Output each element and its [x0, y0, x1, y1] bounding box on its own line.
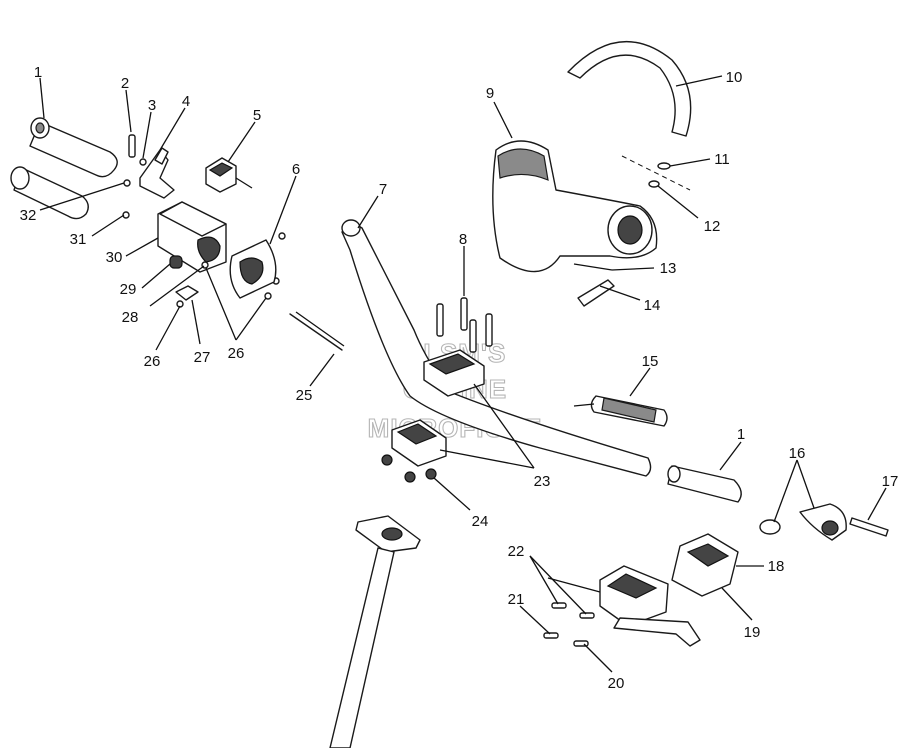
callout-14: 14: [644, 297, 661, 314]
callout-22: 22: [508, 543, 525, 560]
part-cover-6: [229, 232, 286, 299]
part-bushing-29: [169, 255, 183, 269]
callout-30: 30: [106, 249, 123, 266]
part-grip-15: [573, 395, 668, 427]
part-screws-20-22: [543, 602, 595, 647]
part-grip-left-lower: [10, 166, 89, 220]
callout-32: 32: [20, 207, 37, 224]
part-pin-2: [128, 134, 136, 158]
part-shaft: [329, 515, 421, 748]
leader-lines: [39, 75, 887, 673]
axis-line-11-12: [621, 155, 691, 191]
part-switch-5: [205, 157, 253, 193]
part-cable-25: [289, 311, 345, 351]
callout-5: 5: [253, 107, 261, 124]
callout-15: 15: [642, 353, 659, 370]
callout-7: 7: [379, 181, 387, 198]
callout-31: 31: [70, 231, 87, 248]
callout-17: 17: [882, 473, 899, 490]
part-clamp-23-upper: [423, 349, 485, 397]
part-grip-left: [29, 117, 118, 178]
part-endcap-16: [759, 503, 847, 541]
part-handlebar-7: [341, 219, 652, 477]
part-nuts-24: [381, 454, 437, 483]
callout-1-left: 1: [34, 64, 42, 81]
callout-26-left: 26: [144, 353, 161, 370]
callout-27: 27: [194, 349, 211, 366]
part-arc-10: [567, 40, 692, 137]
part-bolt-17: [849, 517, 889, 537]
callout-21: 21: [508, 591, 525, 608]
callout-4: 4: [182, 93, 190, 110]
part-guard-9: [492, 140, 658, 273]
callout-3: 3: [148, 97, 156, 114]
callout-10: 10: [726, 69, 743, 86]
callout-23: 23: [534, 473, 551, 490]
callout-19: 19: [744, 624, 761, 641]
callouts: 1 2 3 4 5 6 7 8 9 10 11 12 13 14 15 1 16…: [20, 64, 899, 692]
callout-28: 28: [122, 309, 139, 326]
part-lever-4: [139, 147, 175, 199]
callout-1-right: 1: [737, 426, 745, 443]
part-washer-3: [139, 158, 147, 166]
callout-20: 20: [608, 675, 625, 692]
callout-24: 24: [472, 513, 489, 530]
part-clip-14: [577, 279, 615, 307]
callout-12: 12: [704, 218, 721, 235]
callout-2: 2: [121, 75, 129, 92]
callout-6: 6: [292, 161, 300, 178]
part-plate-27: [175, 285, 199, 301]
callout-11: 11: [714, 151, 730, 168]
callout-26-right: 26: [228, 345, 245, 362]
callout-16: 16: [789, 445, 806, 462]
part-spring-13: [573, 263, 613, 271]
callout-13: 13: [660, 260, 677, 277]
part-bolts-8: [436, 297, 493, 353]
part-washer-12: [648, 180, 660, 188]
part-washer-11: [657, 162, 671, 170]
callout-29: 29: [120, 281, 137, 298]
part-cover-18: [671, 533, 739, 597]
callout-9: 9: [486, 85, 494, 102]
part-clamp-23-lower: [391, 419, 447, 467]
part-washer-32: [123, 179, 131, 187]
part-lever-19: [547, 565, 701, 647]
part-grip-right: [667, 465, 742, 503]
callout-18: 18: [768, 558, 785, 575]
callout-8: 8: [459, 231, 467, 248]
callout-25: 25: [296, 387, 313, 404]
part-housing-30: [157, 201, 227, 273]
